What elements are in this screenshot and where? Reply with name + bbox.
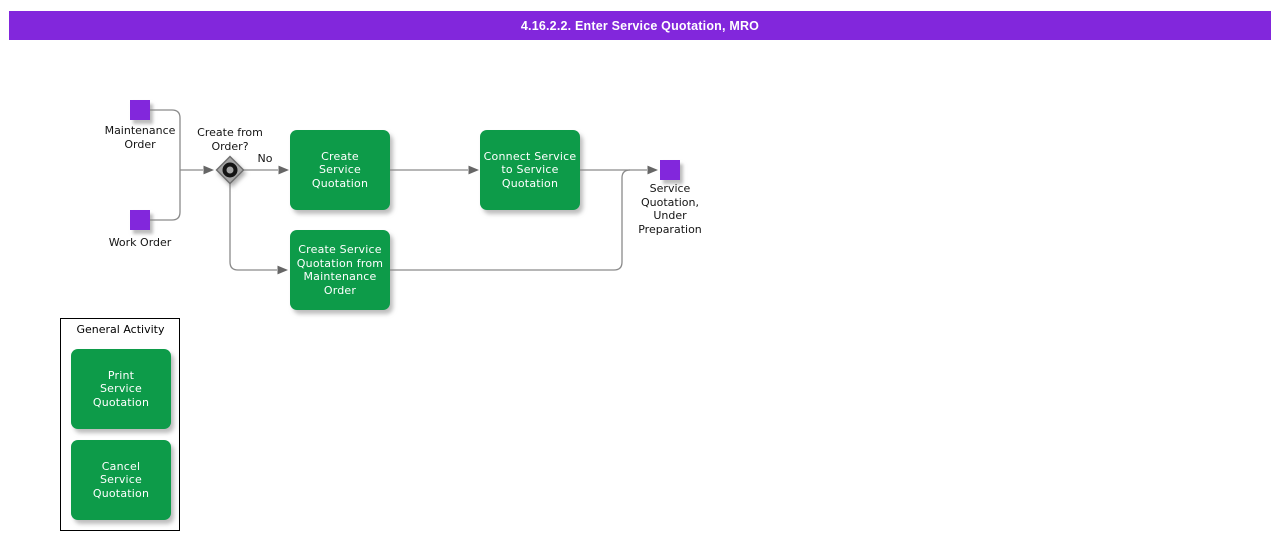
activity-connect-service-to-service-quotation[interactable]: Connect Service to Service Quotation [480,130,580,210]
event-label-maintenance-order: Maintenance Order [104,124,176,151]
event-service-quotation-under-preparation [660,160,680,180]
event-label-work-order: Work Order [108,236,172,249]
event-work-order [130,210,150,230]
arrowhead-icon [468,165,479,175]
arrowhead-icon [277,265,288,275]
event-maintenance-order [130,100,150,120]
connector-down-branch [229,183,277,271]
gateway-circle-icon [222,162,238,178]
arrowhead-icon [278,165,289,175]
event-label-service-quotation: Service Quotation, Under Preparation [638,182,702,236]
gateway-diamond-icon [215,155,245,185]
arrowhead-icon [203,165,214,175]
activity-print-service-quotation[interactable]: Print Service Quotation [71,349,171,429]
decision-question-label: Create from Order? [197,126,263,153]
arrowhead-icon [647,165,658,175]
decision-gateway [215,155,245,185]
general-activity-title: General Activity [76,323,165,336]
page-title: 4.16.2.2. Enter Service Quotation, MRO [9,11,1271,40]
edge-label-no: No [257,152,273,165]
activity-cancel-service-quotation[interactable]: Cancel Service Quotation [71,440,171,520]
activity-create-service-quotation[interactable]: Create Service Quotation [290,130,390,210]
activity-create-service-quotation-from-maintenance-order[interactable]: Create Service Quotation from Maintenanc… [290,230,390,310]
